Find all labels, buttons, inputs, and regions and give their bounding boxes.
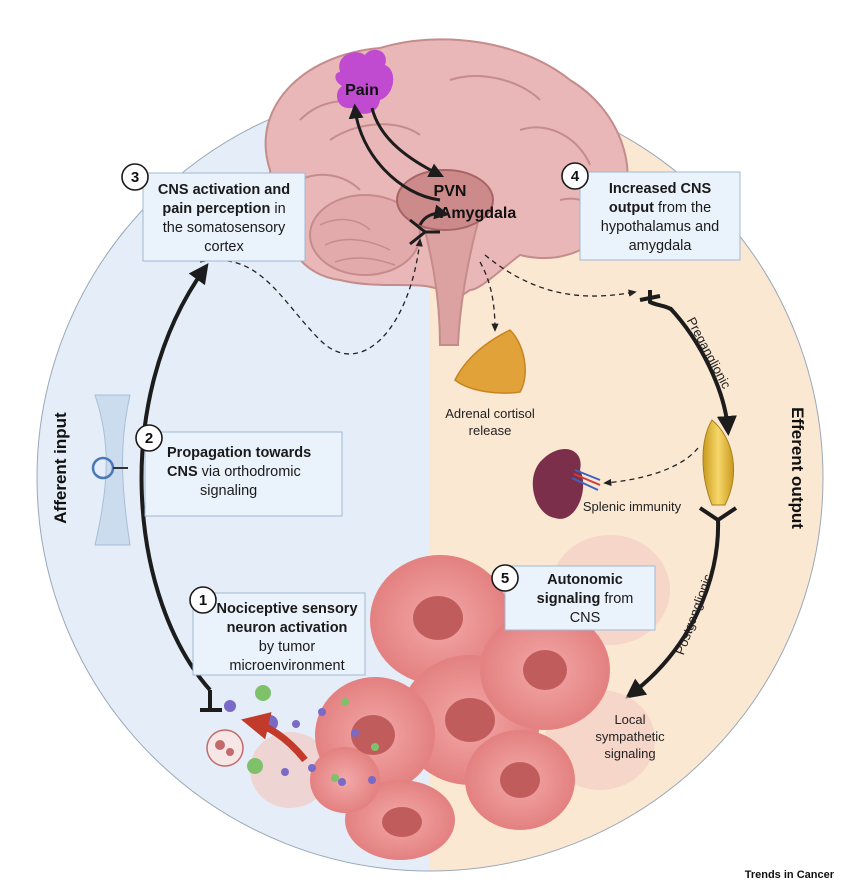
step-3-box: 3 CNS activation and pain perception in …	[121, 163, 306, 262]
efferent-output-label: Efferent output	[788, 407, 807, 529]
svg-text:3: 3	[131, 169, 139, 186]
signaling-molecules	[206, 685, 379, 786]
local-label-line1: Local	[614, 712, 645, 727]
svg-text:1: 1	[199, 592, 207, 609]
svg-text:CNS: CNS	[570, 610, 601, 626]
afferent-arc	[139, 263, 212, 692]
svg-text:5: 5	[501, 570, 509, 587]
svg-text:output from the: output from the	[609, 200, 711, 216]
svg-text:signaling: signaling	[200, 483, 257, 499]
dashed-to-spleen	[603, 447, 699, 487]
spleen-icon	[532, 448, 601, 519]
svg-text:Nociceptive sensory: Nociceptive sensory	[216, 601, 357, 617]
synapse-preganglionic	[639, 290, 674, 312]
synapse-nociceptor	[200, 690, 222, 712]
svg-text:neuron activation: neuron activation	[227, 620, 348, 636]
svg-text:Increased CNS: Increased CNS	[609, 181, 712, 197]
pvn-label: PVN	[434, 183, 467, 200]
synapse-postganglionic	[698, 506, 738, 523]
tumor-activation-arrow	[241, 712, 308, 763]
afferent-input-label: Afferent input	[51, 412, 70, 524]
step-1-box: 1 Nociceptive sensory neuron activation …	[189, 586, 366, 676]
splenic-label: Splenic immunity	[583, 499, 682, 514]
svg-text:Autonomic: Autonomic	[547, 572, 623, 588]
svg-text:hypothalamus and: hypothalamus and	[601, 219, 720, 235]
amygdala-label: Amygdala	[440, 205, 517, 222]
step-5-box: 5 Autonomic signaling from CNS	[491, 564, 656, 631]
journal-footer: Trends in Cancer	[745, 869, 835, 881]
arrow-pvn-to-pain	[348, 103, 441, 202]
svg-text:by tumor: by tumor	[259, 639, 316, 655]
svg-text:the somatosensory: the somatosensory	[163, 220, 286, 236]
dashed-to-preganglionic	[484, 254, 637, 297]
svg-text:microenvironment: microenvironment	[229, 658, 344, 674]
svg-text:Propagation towards: Propagation towards	[167, 445, 311, 461]
adrenal-label-line2: release	[469, 423, 512, 438]
svg-text:signaling from: signaling from	[537, 591, 634, 607]
step-2-box: 2 Propagation towards CNS via orthodromi…	[135, 424, 343, 517]
dashed-to-adrenal	[479, 261, 499, 332]
step-4-box: 4 Increased CNS output from the hypothal…	[561, 162, 741, 261]
svg-text:4: 4	[571, 168, 580, 185]
svg-text:CNS via orthodromic: CNS via orthodromic	[167, 464, 301, 480]
ganglion	[702, 419, 735, 506]
svg-text:CNS activation and: CNS activation and	[158, 182, 290, 198]
local-label-line3: signaling	[604, 746, 655, 761]
local-label-line2: sympathetic	[595, 729, 665, 744]
dashed-cortex-to-brainstem	[199, 238, 423, 355]
adrenal-label-line1: Adrenal cortisol	[445, 406, 535, 421]
pain-label: Pain	[345, 82, 379, 99]
svg-text:2: 2	[145, 430, 153, 447]
svg-text:amygdala: amygdala	[629, 238, 693, 254]
svg-text:cortex: cortex	[204, 239, 244, 255]
efferent-arc-upper	[668, 306, 737, 436]
arrow-pain-to-pvn	[370, 107, 445, 178]
svg-text:pain perception in: pain perception in	[162, 201, 285, 217]
tumor-cells	[250, 535, 670, 860]
sensory-ganglion-icon	[91, 394, 131, 546]
efferent-arc-lower	[625, 519, 721, 699]
synapse-brain	[409, 218, 440, 246]
adrenal-gland-icon	[454, 329, 526, 394]
arrow-into-amygdala	[418, 204, 450, 226]
